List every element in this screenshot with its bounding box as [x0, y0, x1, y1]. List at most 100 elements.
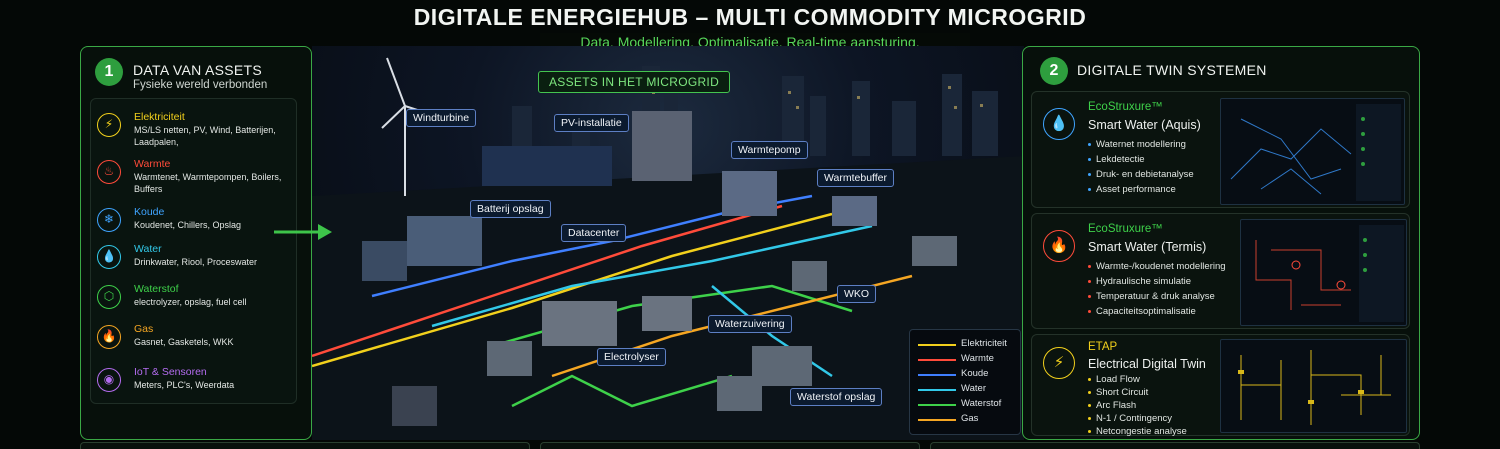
commodity-legend: Elektriciteit Warmte Koude Water Waterst… — [909, 329, 1021, 435]
twin-screen-preview — [1220, 98, 1405, 205]
legend-label: Elektriciteit — [961, 338, 1007, 349]
bullet-item: Short Circuit — [1088, 386, 1187, 399]
twin-card-termis[interactable]: 🔥 EcoStruxure™ Smart Water (Termis) Warm… — [1031, 213, 1410, 329]
twin-name: Electrical Digital Twin — [1088, 357, 1206, 371]
bottom-panel-edge — [80, 442, 530, 449]
bullet-item: Arc Flash — [1088, 399, 1187, 412]
bullet-item: Waternet modellering — [1088, 137, 1194, 152]
asset-title: Gas — [134, 323, 154, 335]
legend-swatch — [918, 374, 956, 376]
legend-waterstof: Waterstof — [918, 398, 1022, 412]
panel-title: DATA VAN ASSETS — [133, 62, 262, 78]
asset-description: Drinkwater, Riool, Proceswater — [134, 257, 258, 267]
microgrid-scene: ASSETS IN HET MICROGRID Windturbine PV-i… — [312, 46, 1024, 440]
bullet-item: Druk- en debietanalyse — [1088, 167, 1194, 182]
legend-label: Koude — [961, 368, 989, 379]
legend-swatch — [918, 344, 956, 346]
panel-title: DIGITALE TWIN SYSTEMEN — [1077, 62, 1267, 78]
legend-swatch — [918, 419, 956, 421]
water-drop-icon: 💧 — [97, 245, 121, 269]
digital-twin-panel: 2 DIGITALE TWIN SYSTEMEN 💧 EcoStruxure™ … — [1022, 46, 1420, 440]
snowflake-icon: ❄ — [97, 208, 121, 232]
asset-title: IoT & Sensoren — [134, 366, 207, 378]
twin-bullets: Warmte-/koudenet modellering Hydraulisch… — [1088, 259, 1226, 319]
bullet-item: Lekdetectie — [1088, 152, 1194, 167]
twin-brand: EcoStruxure™ — [1088, 101, 1163, 113]
twin-name: Smart Water (Aquis) — [1088, 118, 1201, 132]
legend-swatch — [918, 389, 956, 391]
flame-icon: 🔥 — [1043, 230, 1075, 262]
twin-card-aquis[interactable]: 💧 EcoStruxure™ Smart Water (Aquis) Water… — [1031, 91, 1410, 208]
twin-card-etap[interactable]: ⚡ ETAP Electrical Digital Twin Load Flow… — [1031, 334, 1410, 438]
single-line-diagram-preview — [1238, 350, 1391, 425]
bullet-item: Temperatuur & druk analyse — [1088, 289, 1226, 304]
bullet-item: Netcongestie analyse — [1088, 425, 1187, 438]
step-number-badge: 1 — [95, 58, 123, 86]
flow-arrow-icon — [274, 224, 332, 240]
label-pv-installatie[interactable]: PV-installatie — [554, 114, 629, 132]
twin-name: Smart Water (Termis) — [1088, 240, 1207, 254]
label-electrolyser[interactable]: Electrolyser — [597, 348, 666, 366]
bullet-item: Hydraulische simulatie — [1088, 274, 1226, 289]
bullet-item: Capaciteitsoptimalisatie — [1088, 304, 1226, 319]
hydrogen-icon: ⬡ — [97, 285, 121, 309]
bottom-panel-edge — [930, 442, 1420, 449]
step-number-badge: 2 — [1040, 57, 1068, 85]
label-warmtepomp[interactable]: Warmtepomp — [731, 141, 808, 159]
twin-bullets: Waternet modellering Lekdetectie Druk- e… — [1088, 137, 1194, 197]
legend-koude: Koude — [918, 368, 1022, 382]
asset-description: MS/LS netten, PV, Wind, Batterijen, Laad… — [134, 125, 276, 147]
asset-title: Elektriciteit — [134, 111, 185, 123]
twin-screen-preview — [1240, 219, 1407, 326]
legend-elektriciteit: Elektriciteit — [918, 338, 1022, 352]
asset-title: Waterstof — [134, 283, 179, 295]
twin-bullets: Load Flow Short Circuit Arc Flash N-1 / … — [1088, 373, 1187, 438]
twin-brand: EcoStruxure™ — [1088, 223, 1163, 235]
asset-list: ⚡ Elektriciteit MS/LS netten, PV, Wind, … — [90, 98, 297, 404]
legend-label: Gas — [961, 413, 979, 424]
label-wko[interactable]: WKO — [837, 285, 877, 303]
bullet-item: Load Flow — [1088, 373, 1187, 386]
label-datacenter[interactable]: Datacenter — [561, 224, 627, 242]
buildings — [362, 111, 957, 426]
label-windturbine[interactable]: Windturbine — [406, 109, 477, 127]
asset-title: Water — [134, 243, 162, 255]
legend-water: Water — [918, 383, 1022, 397]
lightning-icon: ⚡ — [97, 113, 121, 137]
label-waterzuivering[interactable]: Waterzuivering — [708, 315, 792, 333]
microgrid-illustration — [312, 57, 1024, 440]
bottom-panel-edge — [540, 442, 920, 449]
lightning-icon: ⚡ — [1043, 347, 1075, 379]
bullet-item: Asset performance — [1088, 182, 1194, 197]
network-map-preview — [1230, 104, 1401, 201]
page-title: DIGITALE ENERGIEHUB – MULTI COMMODITY MI… — [413, 4, 1087, 30]
panel-subtitle: Fysieke wereld verbonden — [133, 79, 268, 91]
asset-title: Warmte — [134, 158, 171, 170]
wind-turbine — [381, 57, 443, 196]
label-batterij-opslag[interactable]: Batterij opslag — [470, 200, 551, 218]
heat-network-preview — [1255, 225, 1404, 322]
legend-warmte: Warmte — [918, 353, 1022, 367]
legend-swatch — [918, 404, 956, 406]
legend-label: Warmte — [961, 353, 994, 364]
gas-icon: 🔥 — [97, 325, 121, 349]
asset-description: Warmtenet, Warmtepompen, Boilers, Buffer… — [134, 172, 282, 194]
bullet-item: Warmte-/koudenet modellering — [1088, 259, 1226, 274]
legend-label: Water — [961, 383, 986, 394]
twin-brand: ETAP — [1088, 341, 1118, 353]
twin-screen-preview — [1220, 339, 1407, 433]
flame-icon: ♨ — [97, 160, 121, 184]
water-drop-icon: 💧 — [1043, 108, 1075, 140]
asset-description: Gasnet, Gasketels, WKK — [134, 337, 234, 347]
label-waterstof-opslag[interactable]: Waterstof opslag — [790, 388, 883, 406]
bullet-item: N-1 / Contingency — [1088, 412, 1187, 425]
asset-description: electrolyzer, opslag, fuel cell — [134, 297, 247, 307]
legend-gas: Gas — [918, 413, 1022, 427]
asset-description: Koudenet, Chillers, Opslag — [134, 220, 242, 230]
sensor-icon: ◉ — [97, 368, 121, 392]
asset-title: Koude — [134, 206, 165, 218]
label-warmtebuffer[interactable]: Warmtebuffer — [817, 169, 895, 187]
assets-data-panel: 1 DATA VAN ASSETS Fysieke wereld verbond… — [80, 46, 312, 440]
assets-in-microgrid-title: ASSETS IN HET MICROGRID — [538, 71, 731, 93]
legend-label: Waterstof — [961, 398, 1002, 409]
